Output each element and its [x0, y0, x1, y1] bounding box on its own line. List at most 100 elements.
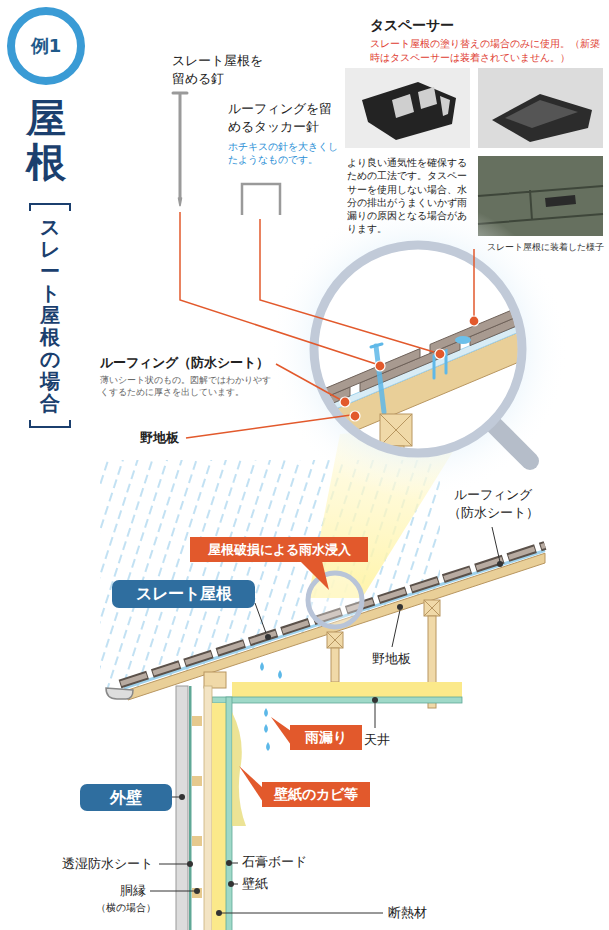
wall — [226, 697, 232, 930]
slate-roof — [120, 546, 545, 685]
photo — [345, 68, 470, 148]
ceiling — [212, 682, 462, 703]
title-text: 屋根 — [26, 96, 66, 184]
leader-dot — [372, 697, 378, 703]
wall — [176, 686, 188, 930]
callout-box: 外壁 — [80, 784, 172, 811]
gutter — [106, 688, 133, 699]
staple-figure — [242, 184, 280, 215]
roof-board — [128, 553, 545, 700]
water-drop — [266, 742, 270, 751]
leader-dot — [497, 561, 503, 567]
leader-line — [221, 913, 383, 914]
wall — [212, 703, 226, 930]
part-label: 石膏ボード — [242, 853, 307, 871]
part-label: スレート屋根に装着した様子 — [478, 241, 604, 253]
wall — [192, 716, 202, 726]
magnifier — [320, 349, 420, 400]
part-label: より良い通気性を確保するための工法です。タスペーサーを使用しない場合、水分の排出… — [347, 156, 475, 236]
wall — [192, 888, 202, 898]
part-label: 壁紙 — [242, 875, 268, 893]
post — [331, 648, 339, 682]
leader-line — [172, 797, 180, 798]
leader-line — [255, 603, 266, 633]
mold-stain — [232, 712, 246, 826]
part-label: スレート屋根の場合 — [40, 216, 60, 414]
magnifier — [455, 336, 471, 344]
post — [424, 600, 440, 616]
zoom-circle — [308, 573, 362, 627]
node-text: 屋根破損による雨水浸入 — [208, 542, 351, 558]
callout-box: 雨漏り — [290, 725, 362, 750]
magnifier — [371, 344, 382, 347]
part-label: 薄いシート状のもの。図解ではわかりやすくするために厚さを出しています。 — [100, 374, 276, 399]
nail-figure — [173, 93, 187, 206]
part-label: 胴縁 — [120, 882, 146, 900]
wall — [189, 686, 192, 930]
part-label: 天井 — [364, 731, 390, 749]
ceiling — [232, 682, 462, 697]
leader-dot — [179, 794, 185, 800]
part-label: ルーフィング（防水シート） — [446, 486, 540, 522]
nail-figure — [173, 92, 187, 95]
gutter — [106, 688, 133, 699]
staple-figure — [242, 184, 280, 215]
leader-dot — [435, 349, 445, 359]
magnifier — [250, 256, 609, 438]
water-drop — [264, 724, 268, 733]
part-label: （横の場合） — [96, 901, 156, 915]
callout-pointer — [239, 766, 263, 802]
bracket — [30, 420, 70, 427]
node-text: 例1 — [31, 35, 62, 57]
leader-dot — [469, 316, 479, 326]
photo — [545, 195, 576, 207]
magnifier — [380, 414, 412, 446]
wall — [192, 836, 202, 846]
leader-line — [260, 219, 434, 352]
part-label: スレート屋根を留める釘 — [172, 52, 265, 88]
part-label: 断熱材 — [388, 904, 427, 922]
wall — [192, 776, 202, 786]
leader-line — [180, 212, 376, 364]
leader-line — [375, 703, 376, 728]
roofing-sheet — [124, 551, 545, 689]
callout-box: 壁紙のカビ等 — [262, 782, 370, 807]
part-label: ルーフィングを留めるタッカー針 — [228, 100, 334, 136]
magnifier — [250, 199, 609, 499]
leader-dot — [226, 860, 232, 866]
magnifier — [376, 346, 384, 412]
leader-line — [159, 864, 188, 865]
example-circle: 例1 — [6, 6, 86, 86]
leader-line — [392, 610, 400, 647]
leader-dot — [265, 634, 271, 640]
leader-line — [492, 527, 500, 562]
leader-line — [180, 212, 474, 438]
leader-dot — [187, 861, 193, 867]
leader-line — [150, 891, 196, 892]
slate-roof — [120, 546, 545, 685]
post — [204, 672, 226, 688]
leader-dot — [375, 361, 385, 371]
part-label: 野地板 — [372, 650, 411, 668]
leader-dot — [194, 888, 200, 894]
part-label: ルーフィング（防水シート） — [100, 354, 269, 372]
nail-figure — [179, 198, 182, 206]
nail-figure — [179, 94, 182, 198]
post — [327, 632, 343, 648]
mold-stain — [232, 712, 246, 826]
wall — [176, 686, 232, 930]
magnifier — [314, 245, 522, 453]
bracket — [30, 204, 70, 427]
photo — [492, 94, 592, 142]
roof-board — [128, 553, 545, 700]
bracket — [30, 204, 70, 211]
roofing-sheet — [124, 551, 545, 689]
leader-line — [186, 415, 351, 438]
photo — [392, 87, 450, 118]
leader-dot — [350, 411, 360, 421]
photo — [505, 100, 578, 128]
magnifier — [540, 256, 609, 307]
leader-dot — [216, 910, 222, 916]
water-drop — [264, 708, 268, 717]
